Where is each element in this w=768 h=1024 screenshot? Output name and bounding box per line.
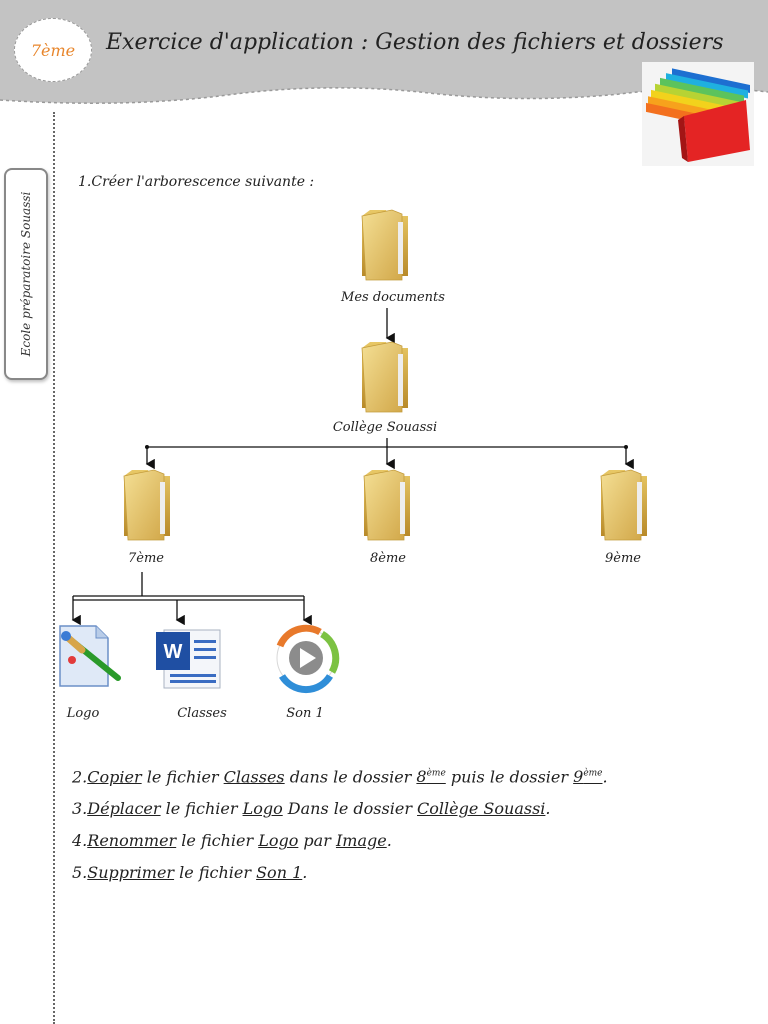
folder-icon-college bbox=[361, 341, 409, 413]
margin-dotted-line bbox=[53, 112, 55, 1024]
svg-text:W: W bbox=[164, 641, 183, 663]
task-list: 2.Copier le fichier Classes dans le doss… bbox=[72, 758, 752, 889]
label-folder-9: 9ème bbox=[605, 551, 641, 566]
folder-icon-9eme bbox=[600, 469, 648, 541]
label-root: Mes documents bbox=[341, 290, 445, 305]
label-level1: Collège Souassi bbox=[332, 420, 438, 435]
task-4: 4.Renommer le fichier Logo par Image. bbox=[72, 831, 392, 851]
folder-icon-mes-documents bbox=[361, 209, 409, 281]
page-title: Exercice d'application : Gestion des fic… bbox=[106, 30, 724, 55]
task-3: 3.Déplacer le fichier Logo Dans le dossi… bbox=[72, 799, 551, 819]
label-folder-8: 8ème bbox=[370, 551, 406, 566]
task-2: 2.Copier le fichier Classes dans le doss… bbox=[72, 767, 608, 787]
folder-icon-7eme bbox=[123, 469, 171, 541]
label-file-son: Son 1 bbox=[286, 706, 324, 721]
question-1: 1.Créer l'arborescence suivante : bbox=[78, 174, 315, 190]
word-document-icon: W bbox=[156, 629, 221, 689]
label-file-classes: Classes bbox=[177, 706, 227, 721]
media-player-icon bbox=[276, 624, 340, 694]
grade-badge: 7ème bbox=[14, 18, 92, 82]
image-file-icon bbox=[59, 625, 121, 687]
colorful-folders-image bbox=[642, 62, 754, 166]
task-5: 5.Supprimer le fichier Son 1. bbox=[72, 863, 308, 883]
header-band bbox=[0, 0, 768, 104]
folder-icon-8eme bbox=[363, 469, 411, 541]
label-file-logo: Logo bbox=[66, 706, 100, 721]
label-folder-7: 7ème bbox=[128, 551, 164, 566]
school-side-tab: Ecole préparatoire Souassi bbox=[4, 168, 48, 380]
